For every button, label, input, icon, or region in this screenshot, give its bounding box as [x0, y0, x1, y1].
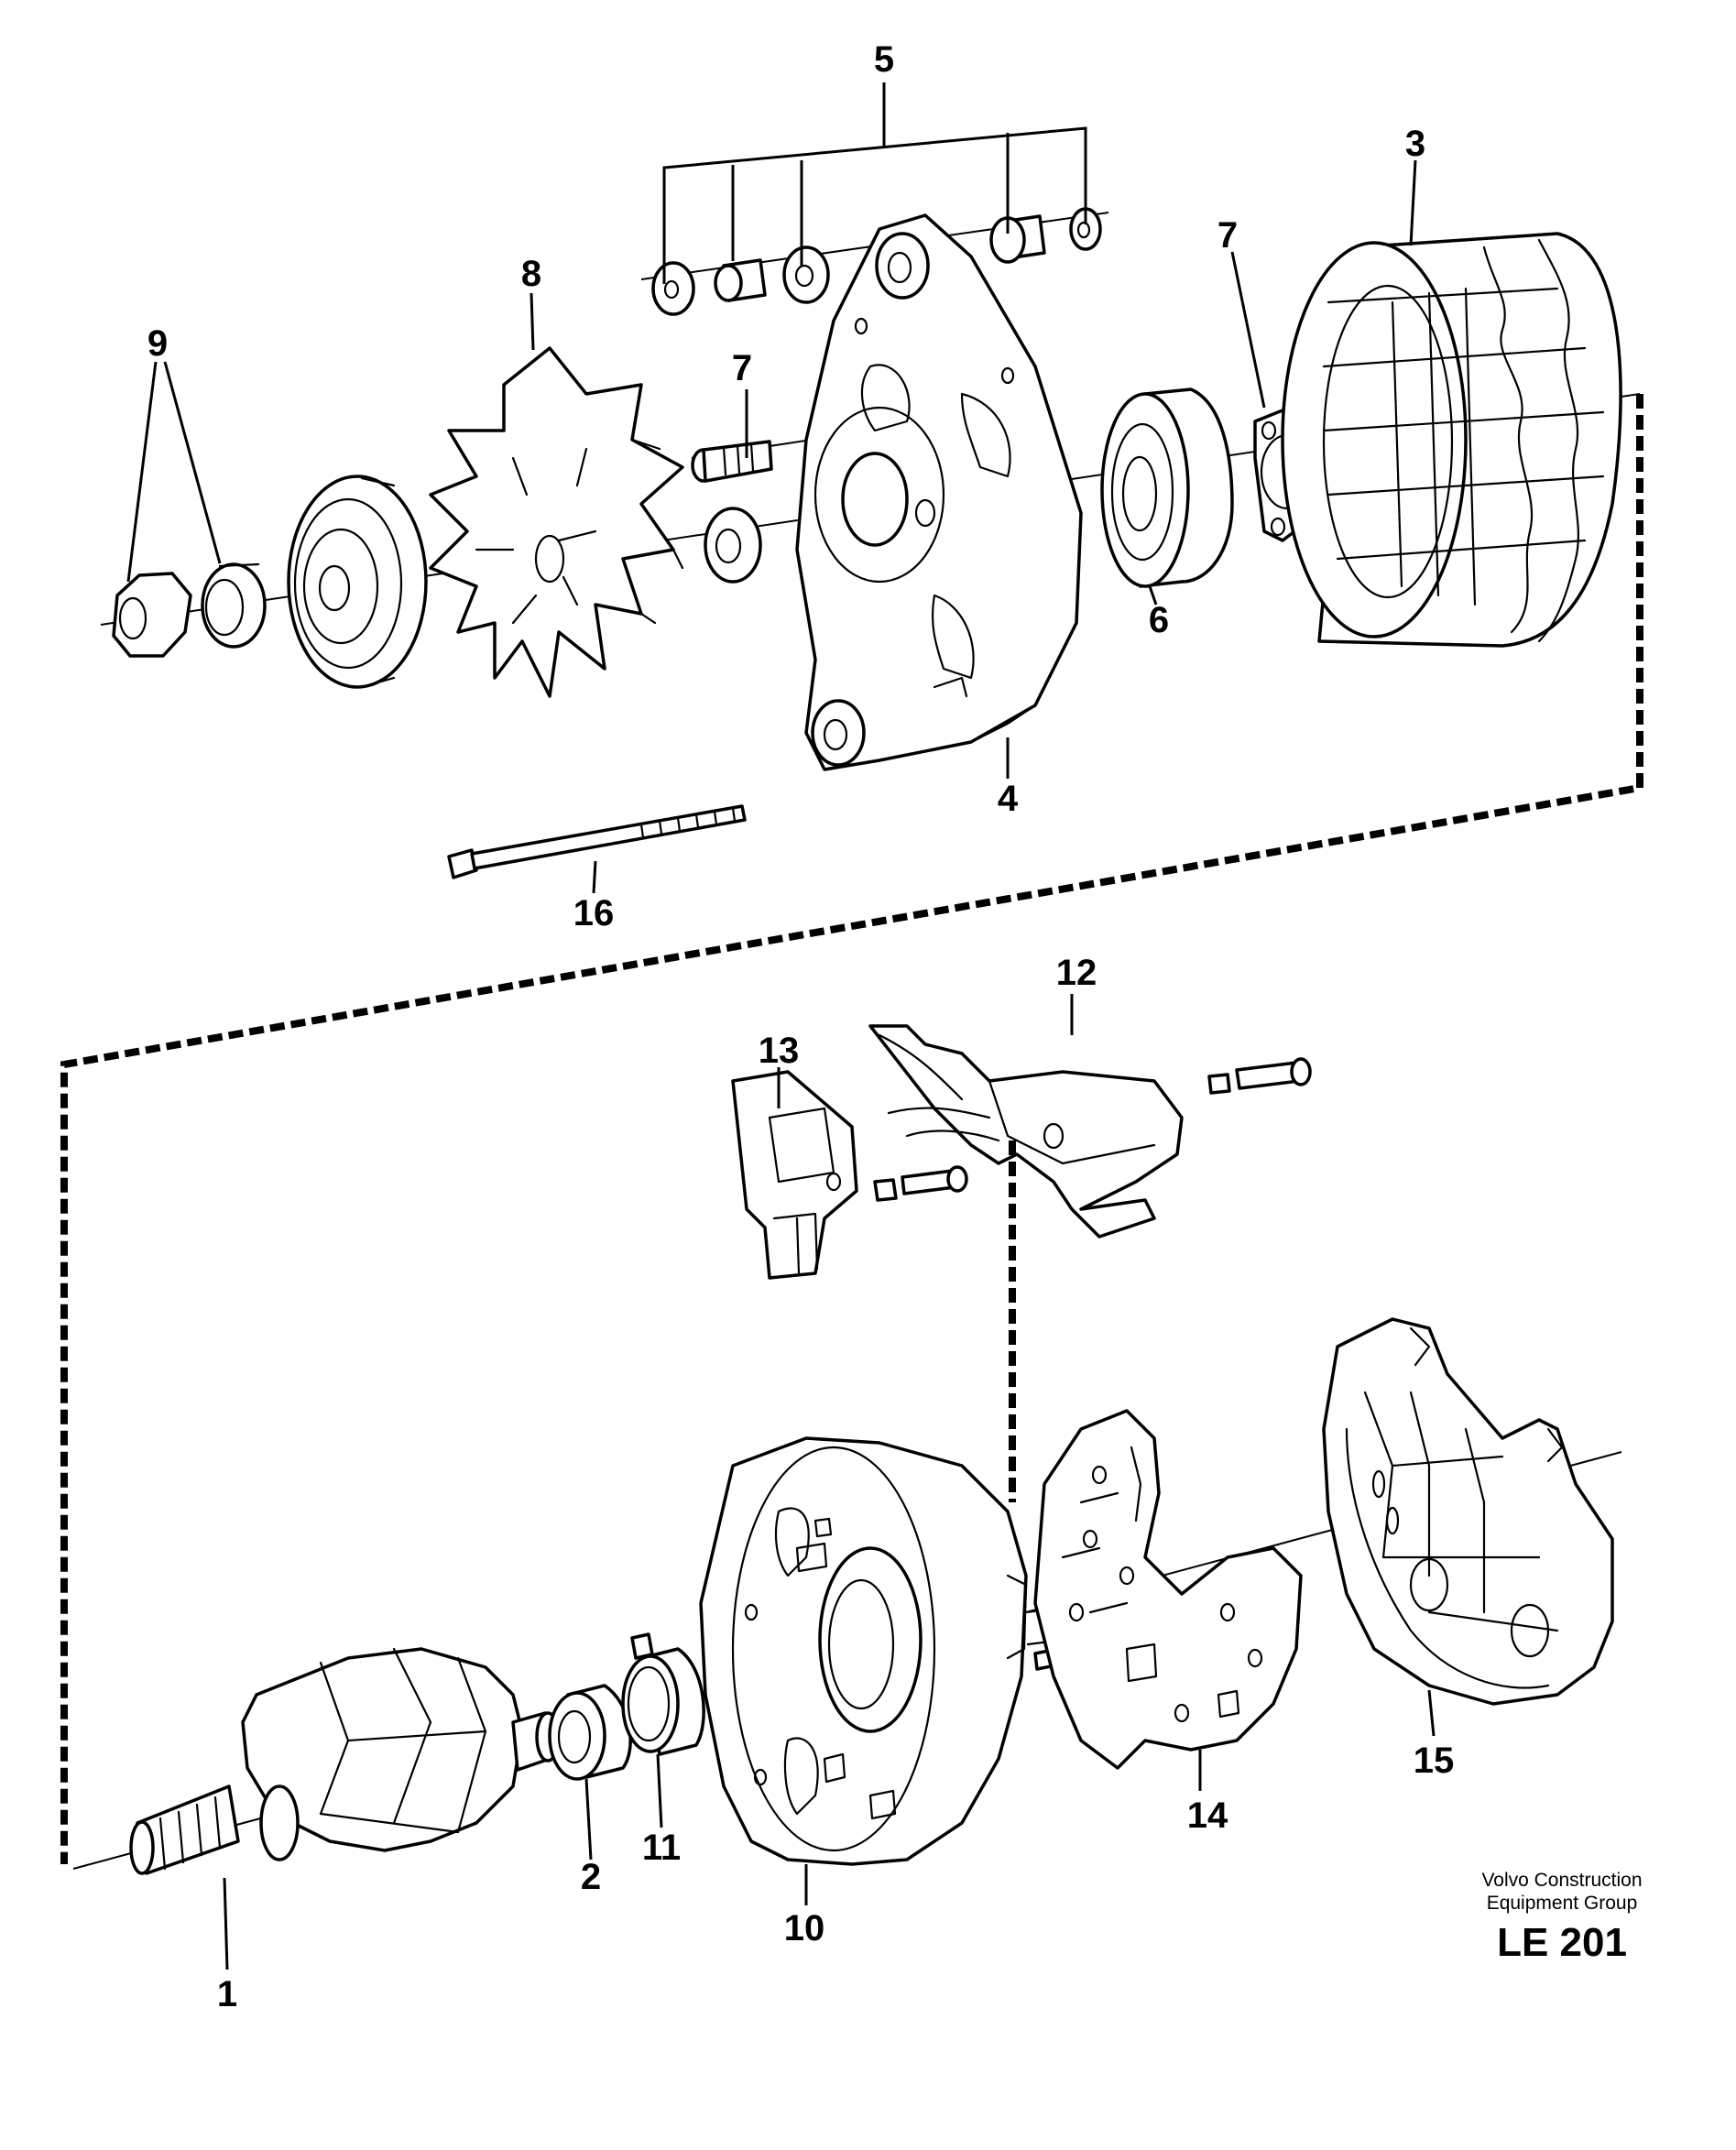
callout-1: 1 [217, 1974, 237, 2014]
callout-3: 3 [1405, 124, 1425, 164]
callout-7-upper: 7 [1217, 215, 1238, 256]
part-2-bearing [548, 1684, 632, 1781]
part-11-ring [621, 1632, 705, 1756]
callout-6: 6 [1149, 600, 1169, 640]
publisher-credit: Volvo Construction Equipment Group LE 20… [1429, 1869, 1695, 1968]
upper-assembly [100, 82, 1641, 894]
callout-15: 15 [1414, 1741, 1455, 1781]
callout-14: 14 [1187, 1795, 1228, 1836]
part-1-rotor [129, 1647, 561, 1875]
part-14-rectifier [1033, 1409, 1303, 1770]
part-8-fan [429, 346, 684, 698]
callout-4: 4 [998, 779, 1019, 819]
pulley [287, 475, 428, 689]
part-16-through-bolt [447, 804, 747, 879]
part-4-drive-end-frame [795, 213, 1083, 771]
credit-line-2: Equipment Group [1486, 1893, 1638, 1914]
part-13-connector [731, 1070, 968, 1280]
callout-8: 8 [521, 254, 541, 294]
callout-12: 12 [1056, 953, 1097, 993]
callout-9: 9 [147, 323, 168, 364]
lower-assembly [72, 994, 1622, 1970]
callout-16: 16 [573, 893, 615, 933]
part-6-bearing [1100, 387, 1234, 588]
part-12-regulator [868, 1024, 1312, 1239]
callout-13: 13 [759, 1031, 800, 1071]
illustration-code: LE 201 [1497, 1920, 1627, 1965]
credit-line-1: Volvo Construction [1481, 1870, 1643, 1891]
part-9-nut-washer [112, 562, 267, 658]
callout-2: 2 [581, 1857, 601, 1897]
callout-labels: 5 3 7 8 7 9 6 4 16 12 13 2 11 14 15 10 1 [147, 39, 1454, 2014]
front-screw [691, 440, 773, 584]
callout-10: 10 [784, 1908, 825, 1948]
assembly-connector [60, 394, 1643, 1864]
callout-7-screw: 7 [732, 348, 752, 388]
callout-11: 11 [642, 1828, 681, 1868]
part-3-stator [1281, 232, 1622, 648]
part-15-end-cover [1322, 1317, 1614, 1706]
callout-5: 5 [874, 39, 894, 80]
part-10-housing [699, 1436, 1066, 1866]
